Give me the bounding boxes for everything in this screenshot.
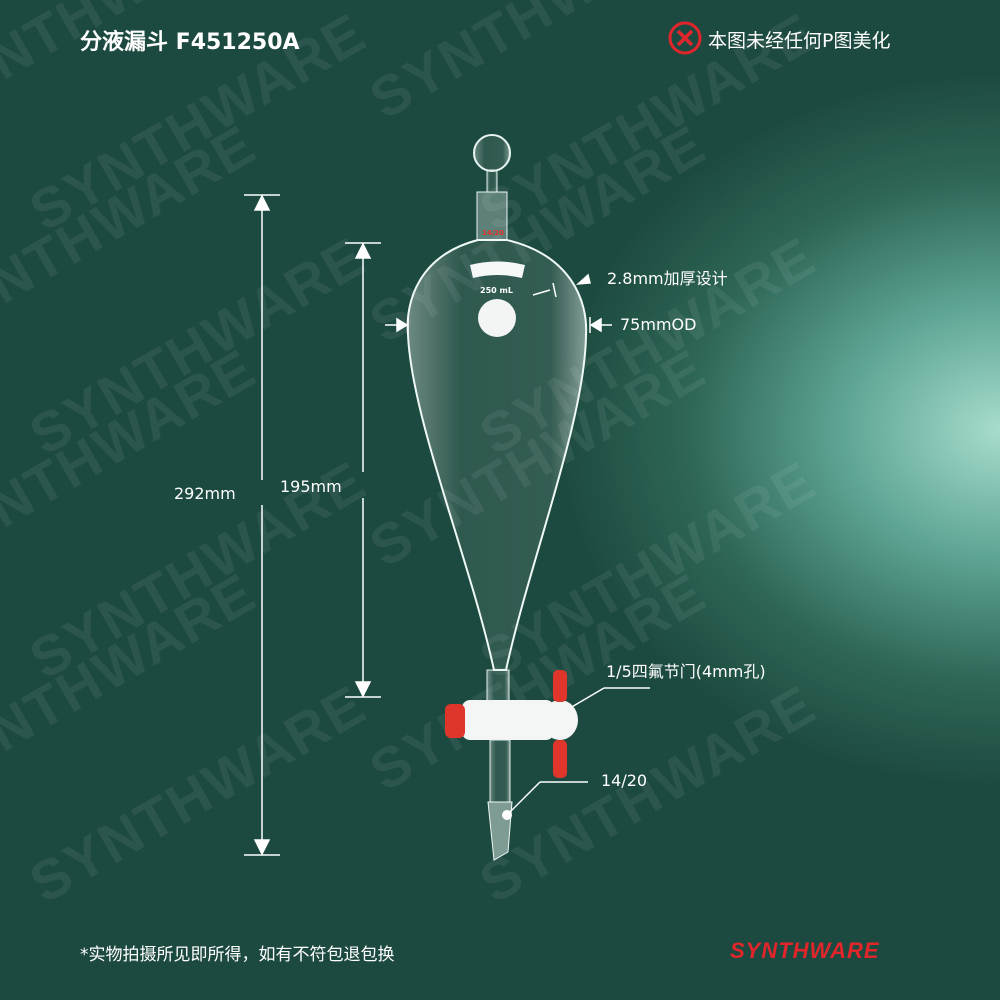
- stopcock-label: 1/5四氟节门(4mm孔): [606, 662, 766, 681]
- wall-thickness-label: 2.8mm加厚设计: [607, 269, 728, 288]
- no-edit-notice: 本图未经任何P图美化: [708, 30, 891, 52]
- footer-note: *实物拍摄所见即所得，如有不符包退包换: [80, 945, 395, 965]
- brand-logo: SYNTHWARE: [730, 938, 880, 963]
- volume-marking: 250 mL: [480, 286, 513, 295]
- stopper-joint-marking: 14/20: [482, 229, 505, 237]
- separatory-funnel: [406, 134, 588, 861]
- page-title: 分液漏斗 F451250A: [80, 30, 300, 55]
- dimension-lines: [244, 194, 650, 856]
- body-height-label: 195mm: [280, 477, 342, 496]
- no-edit-icon: [668, 21, 702, 55]
- joint-label: 14/20: [601, 771, 648, 790]
- outer-diameter-label: 75mmOD: [620, 315, 697, 334]
- total-height-label: 292mm: [174, 484, 236, 503]
